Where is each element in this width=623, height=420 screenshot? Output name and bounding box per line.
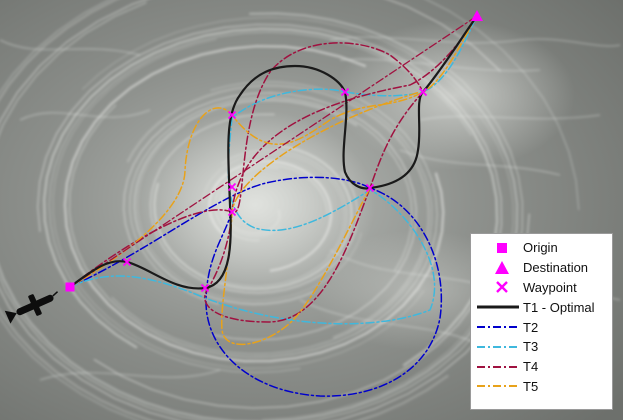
legend-label: Origin [523, 240, 558, 256]
swirl-line [149, 113, 358, 294]
legend-label: Destination [523, 260, 589, 276]
waypoint-marker [200, 283, 210, 293]
legend-item: T2 [471, 317, 612, 337]
waypoint-marker [365, 183, 375, 193]
swirl-line [81, 16, 514, 420]
waypoint-marker [227, 207, 237, 217]
legend-line-icon [477, 365, 519, 368]
legend-label: T1 - Optimal [523, 299, 595, 315]
current-streak [339, 58, 541, 72]
swirl-line [37, 23, 503, 409]
legend-label: T2 [523, 319, 539, 335]
swirl-line [123, 92, 417, 341]
legend-marker-icon [497, 242, 507, 253]
current-streak [0, 39, 141, 56]
legend-label: T5 [523, 378, 539, 394]
swirl-line [52, 38, 425, 369]
underwater-glider-icon [4, 291, 59, 324]
swirl-line [0, 0, 580, 420]
trajectory-t3 [69, 15, 478, 325]
legend-item: T1 - Optimal [471, 297, 612, 317]
swirl-line [208, 160, 332, 272]
trajectory-t5 [69, 15, 478, 346]
legend-label: T3 [523, 339, 539, 355]
current-streak [39, 369, 221, 381]
legend-item: T4 [471, 357, 612, 377]
swirl-line [126, 84, 430, 339]
waypoint-marker [227, 110, 237, 120]
swirl-line [212, 149, 348, 287]
current-streak [419, 114, 601, 121]
trajectory-t5-direct [69, 15, 478, 288]
legend-label: Waypoint [523, 279, 577, 295]
legend-item: T3 [471, 337, 612, 357]
legend-marker-icon [495, 260, 509, 274]
trajectory-t2 [69, 176, 443, 397]
legend-line-icon [477, 345, 519, 348]
legend-line-icon [477, 326, 519, 329]
destination-marker [471, 10, 483, 21]
swirl-line [68, 90, 438, 358]
current-streak [329, 36, 621, 47]
current-streak [19, 109, 151, 121]
trajectory-t1-optimal [68, 14, 479, 290]
swirl-line [43, 27, 499, 367]
swirl-line [48, 31, 473, 374]
waypoint-marker [227, 182, 237, 192]
legend-item: Destination [471, 258, 612, 278]
legend-item: Waypoint [471, 278, 612, 298]
swirl-line [137, 124, 363, 302]
swirl-line [202, 152, 345, 258]
legend-line-icon [477, 305, 519, 309]
swirl-line [153, 145, 353, 291]
legend-label: T4 [523, 359, 539, 375]
current-streak [299, 299, 481, 346]
trajectories [68, 14, 479, 397]
jet-glow [335, 20, 575, 170]
swirl-line [0, 0, 530, 420]
waypoint-marker [340, 87, 350, 97]
swirl-line [0, 1, 523, 420]
swirl-line [63, 45, 445, 363]
swirl-line [0, 12, 519, 420]
legend-item: T5 [471, 377, 612, 397]
legend-line-icon [477, 385, 519, 388]
waypoint-marker [418, 87, 428, 97]
legend-item: Origin [471, 238, 612, 258]
origin-marker [65, 282, 75, 292]
swirl-line [111, 81, 433, 355]
waypoint-markers [122, 87, 428, 293]
waypoint-marker [122, 257, 132, 267]
legend-marker-icon [496, 281, 508, 294]
swirl-line [220, 192, 281, 235]
